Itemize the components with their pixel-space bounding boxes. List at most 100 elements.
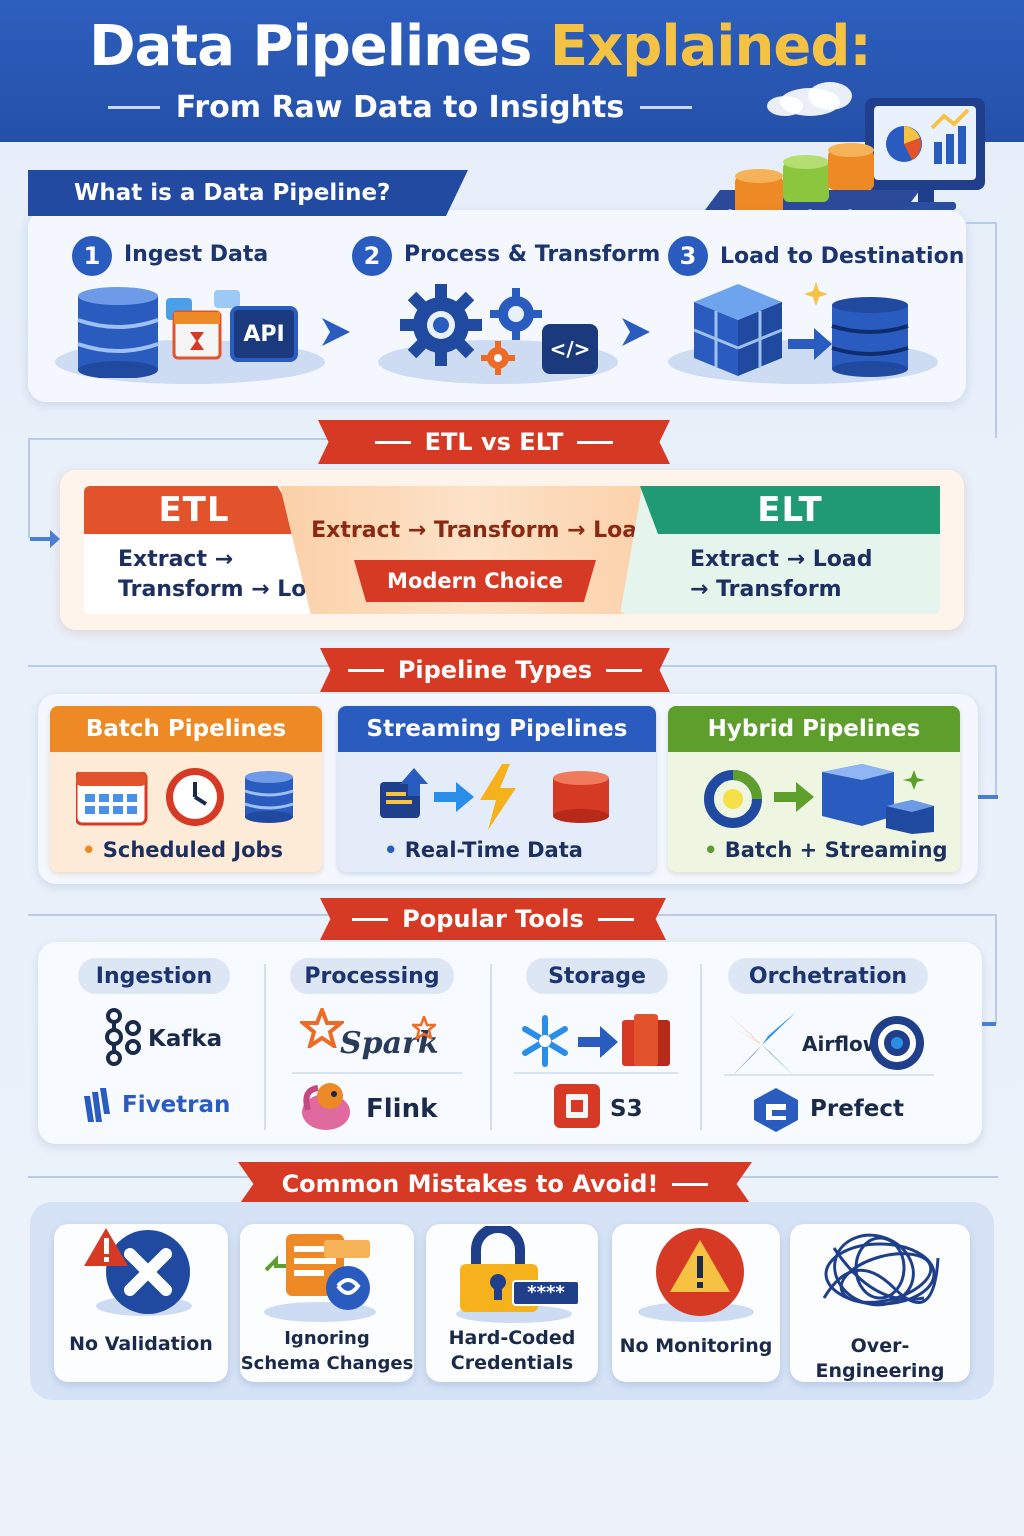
title-main: Data Pipelines (89, 14, 532, 79)
arrow-right-icon (622, 318, 650, 346)
step-3-number: 3 (668, 236, 708, 276)
small-gear-icon (490, 288, 542, 340)
mistake-label-hard-coded-credentials: Hard-Coded Credentials (426, 1326, 598, 1376)
title-accent: Explained: (549, 14, 872, 79)
hybrid-bullet: • Batch + Streaming (704, 838, 948, 862)
flink-squirrel-icon (302, 1083, 350, 1130)
hybrid-bullet-text: Batch + Streaming (724, 838, 948, 862)
subtitle-dash-right (640, 106, 693, 109)
mistakes-heading: Common Mistakes to Avoid! (238, 1162, 752, 1206)
streaming-title: Streaming Pipelines (338, 706, 656, 752)
etl-title: ETL (84, 486, 304, 534)
mistake-line1: Hard-Coded (448, 1327, 576, 1349)
tangled-lines-icon (822, 1233, 940, 1307)
spark-label: Spark (340, 1026, 439, 1061)
elt-flow-line1: Extract → Load (690, 547, 873, 572)
ingestion-pill: Ingestion (78, 958, 230, 994)
popular-tools-heading-text: Popular Tools (402, 905, 584, 933)
file-icon (166, 290, 240, 360)
storage-bucket-icon (622, 1014, 670, 1066)
schema-document-icon (264, 1234, 376, 1322)
mistake-line1: Ignoring (284, 1328, 370, 1349)
etl-flow: Extract → Transform → Load (118, 545, 337, 605)
warning-icon (638, 1228, 754, 1322)
kafka-icon (105, 1008, 141, 1066)
snowflake-icon (522, 1015, 568, 1067)
heading-dash-left (374, 440, 411, 444)
column-divider (700, 964, 702, 1130)
heading-dash-left (352, 917, 389, 921)
etl-flow-line2: Transform → Load (118, 577, 337, 602)
fivetran-label: Fivetran (122, 1092, 231, 1118)
arrow-right-icon (788, 328, 832, 360)
row-divider (292, 1072, 462, 1074)
section-connector-vertical (995, 222, 997, 438)
mistake-label-over-engineering: Over-Engineering (790, 1334, 970, 1384)
prefect-icon (754, 1088, 798, 1132)
step-2-number: 2 (352, 236, 392, 276)
elt-title: ELT (640, 486, 940, 534)
elt-flow: Extract → Load → Transform (690, 545, 872, 605)
page-subtitle: From Raw Data to Insights (90, 90, 710, 125)
airflow-logo-icon (870, 1016, 924, 1070)
etl-vs-elt-heading: ETL vs ELT (318, 420, 670, 464)
processing-pill: Processing (290, 958, 454, 994)
arrow-right-icon (774, 782, 814, 812)
streaming-bullet-text: Real-Time Data (404, 838, 583, 862)
spark-star-icon (300, 1008, 344, 1048)
s3-icon (554, 1084, 600, 1128)
step-1-label: Ingest Data (124, 242, 269, 267)
connector-arrow-icon (30, 530, 60, 548)
what-is-heading-text: What is a Data Pipeline? (74, 180, 391, 206)
middle-flow: Extract → Transform → Load (311, 518, 653, 543)
step-1-number: 1 (72, 236, 112, 276)
mistakes-heading-text: Common Mistakes to Avoid! (281, 1170, 659, 1198)
fivetran-icon (84, 1088, 110, 1122)
arrow-right-icon (578, 1026, 618, 1058)
orchestration-pill: Orchetration (728, 958, 928, 994)
heading-dash-right (597, 917, 634, 921)
error-x-icon (84, 1228, 192, 1316)
modern-choice-badge: Modern Choice (354, 560, 596, 602)
s3-label: S3 (610, 1096, 643, 1122)
database-red-icon (553, 771, 609, 823)
mistake-label-no-monitoring: No Monitoring (612, 1334, 780, 1359)
gear-icon (400, 284, 482, 366)
clock-icon (166, 768, 224, 826)
mistake-label-ignoring-schema: Ignoring Schema Changes (240, 1326, 414, 1376)
column-divider (490, 964, 492, 1130)
api-badge: API (230, 306, 298, 362)
cloud-icon (767, 82, 852, 116)
connector-vertical (995, 665, 997, 795)
section-connector-line (966, 222, 996, 224)
prefect-label: Prefect (810, 1096, 905, 1122)
heading-dash-right (577, 440, 614, 444)
arrow-right-icon (322, 318, 350, 346)
code-badge: </> (542, 324, 598, 374)
etl-flow-line1: Extract → (118, 547, 234, 572)
cycle-icon (704, 770, 762, 828)
what-is-heading: What is a Data Pipeline? (28, 170, 468, 216)
pipeline-types-heading: Pipeline Types (320, 648, 670, 692)
spark-star-small-icon (412, 1016, 436, 1040)
mistake-line2: Credentials (450, 1352, 574, 1374)
heading-dash-right (672, 1182, 709, 1186)
batch-title: Batch Pipelines (50, 706, 322, 752)
popular-tools-heading: Popular Tools (320, 898, 666, 940)
monitor-icon (865, 98, 985, 210)
mistake-line2: Schema Changes (240, 1353, 414, 1374)
row-divider (514, 1072, 678, 1074)
cubes-icon (822, 764, 934, 834)
stream-source-icon (380, 768, 428, 818)
mistake-line1: No Validation (69, 1333, 213, 1355)
mistake-line1: No Monitoring (619, 1335, 773, 1357)
connector-vertical (28, 438, 30, 538)
sparkle-icon (804, 282, 828, 306)
batch-bullet: • Scheduled Jobs (82, 838, 284, 862)
batch-bullet-text: Scheduled Jobs (102, 838, 284, 862)
database-icon (244, 771, 294, 823)
database-icon (831, 297, 909, 377)
masked-password-field: **** (512, 1280, 580, 1306)
subtitle-dash-left (107, 106, 160, 109)
page-title: Data Pipelines Explained: (0, 14, 960, 79)
